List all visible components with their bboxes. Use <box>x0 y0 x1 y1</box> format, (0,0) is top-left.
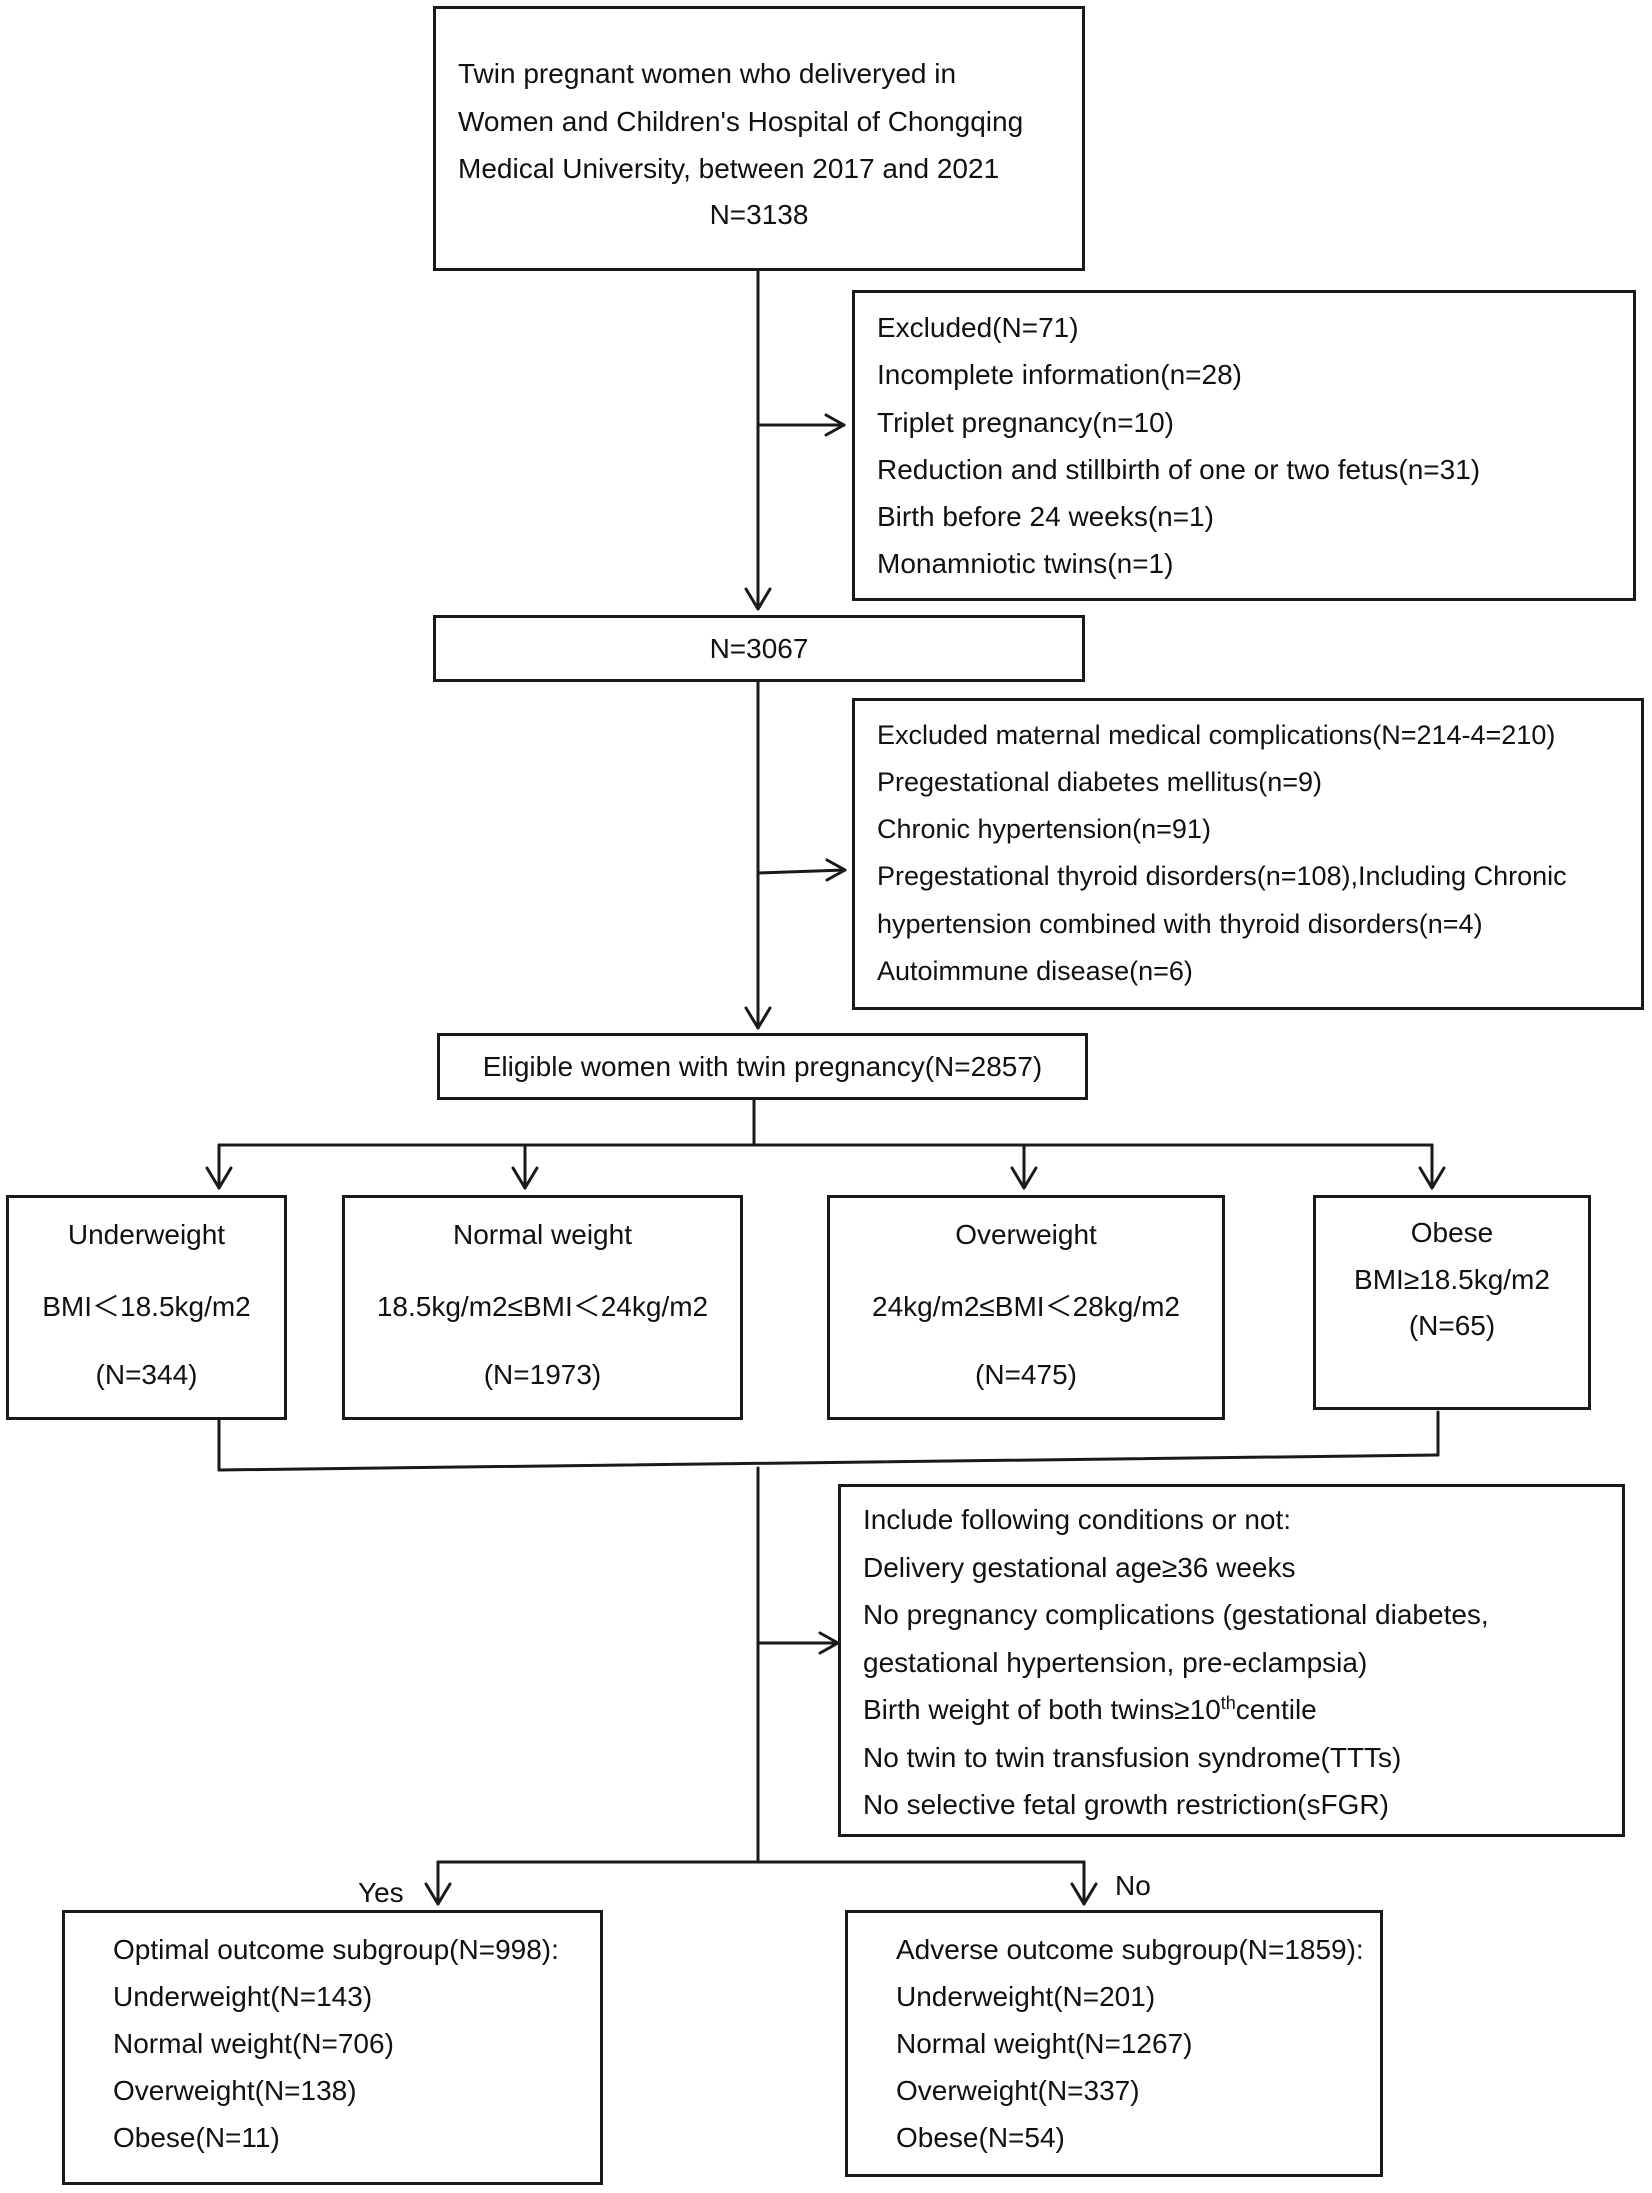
group-normal-criterion: 18.5kg/m2≤BMI＜24kg/m2 <box>376 1291 709 1322</box>
excluded-box-2: Excluded maternal medical complications(… <box>852 698 1644 1010</box>
arrowhead-normal <box>511 1166 539 1190</box>
arrowhead-overweight <box>1010 1166 1038 1190</box>
excluded2-line-6: Autoimmune disease(n=6) <box>877 956 1193 986</box>
adverse-line-3: Normal weight(N=1267) <box>896 2028 1193 2059</box>
optimal-line-4: Overweight(N=138) <box>113 2075 357 2106</box>
group-overweight-name: Overweight <box>955 1219 1097 1250</box>
group-underweight-box: Underweight BMI＜18.5kg/m2 (N=344) <box>6 1195 287 1420</box>
conditions-line-4-text: Birth weight of both twins≥10 <box>863 1694 1221 1725</box>
optimal-line-5: Obese(N=11) <box>113 2122 280 2153</box>
conditions-line-3: gestational hypertension, pre-eclampsia) <box>863 1647 1368 1678</box>
excluded2-line-4: Pregestational thyroid disorders(n=108),… <box>877 861 1567 891</box>
group-underweight-count: (N=344) <box>95 1359 198 1390</box>
arrowhead-excluded1 <box>824 413 846 437</box>
group-obese-box: Obese BMI≥18.5kg/m2 (N=65) <box>1313 1195 1591 1410</box>
branch-label-no: No <box>1115 1870 1151 1901</box>
connector-merge-bar <box>217 1453 1440 1472</box>
group-obese-name: Obese <box>1410 1217 1494 1248</box>
adverse-outcome-box: Adverse outcome subgroup(N=1859): Underw… <box>845 1910 1383 2177</box>
group-normal-box: Normal weight 18.5kg/m2≤BMI＜24kg/m2 (N=1… <box>342 1195 743 1420</box>
optimal-line-2: Underweight(N=143) <box>113 1981 373 2012</box>
start-line-1: Twin pregnant women who deliveryed in <box>458 58 957 89</box>
excluded1-line-3: Triplet pregnancy(n=10) <box>877 407 1175 438</box>
adverse-line-2: Underweight(N=201) <box>896 1981 1156 2012</box>
arrowhead-eligible <box>744 1006 772 1030</box>
conditions-line-6: No selective fetal growth restriction(sF… <box>863 1789 1389 1820</box>
conditions-line-4-suffix: centile <box>1235 1694 1317 1725</box>
group-normal-count: (N=1973) <box>483 1359 602 1390</box>
excluded-box-1: Excluded(N=71) Incomplete information(n=… <box>852 290 1636 601</box>
arrowhead-no <box>1070 1882 1098 1906</box>
optimal-line-1: Optimal outcome subgroup(N=998): <box>113 1934 559 1965</box>
conditions-line-2: No pregnancy complications (gestational … <box>863 1599 1489 1630</box>
arrowhead-yes <box>424 1882 452 1906</box>
conditions-title: Include following conditions or not: <box>863 1504 1292 1535</box>
group-underweight-name: Underweight <box>67 1219 226 1250</box>
adverse-line-4: Overweight(N=337) <box>896 2075 1140 2106</box>
group-overweight-box: Overweight 24kg/m2≤BMI＜28kg/m2 (N=475) <box>827 1195 1225 1420</box>
arrowhead-underweight <box>205 1166 233 1190</box>
eligible-label: Eligible women with twin pregnancy(N=285… <box>482 1051 1043 1082</box>
connector-to-excluded2 <box>756 868 847 875</box>
optimal-line-3: Normal weight(N=706) <box>113 2028 394 2059</box>
conditions-line-4-superscript: th <box>1220 1693 1236 1713</box>
group-overweight-count: (N=475) <box>975 1359 1077 1390</box>
arrowhead-excluded2 <box>825 858 847 882</box>
conditions-line-4: Birth weight of both twins≥10thcentile <box>863 1693 1317 1727</box>
group-underweight-criterion: BMI＜18.5kg/m2 <box>42 1291 251 1322</box>
start-count: N=3138 <box>709 199 809 230</box>
group-normal-name: Normal weight <box>453 1219 632 1250</box>
group-obese-count: (N=65) <box>1408 1310 1496 1341</box>
group-obese-criterion: BMI≥18.5kg/m2 <box>1354 1264 1550 1295</box>
start-line-3: Medical University, between 2017 and 202… <box>458 153 1000 184</box>
excluded2-line-1: Excluded maternal medical complications(… <box>877 720 1556 750</box>
branch-label-yes: Yes <box>358 1877 404 1908</box>
conditions-line-5: No twin to twin transfusion syndrome(TTT… <box>863 1742 1402 1773</box>
after-exclusion-count: N=3067 <box>709 633 809 664</box>
start-box: Twin pregnant women who deliveryed in Wo… <box>433 6 1085 271</box>
conditions-box: Include following conditions or not: Del… <box>838 1484 1625 1837</box>
excluded1-line-2: Incomplete information(n=28) <box>877 359 1242 390</box>
excluded1-line-6: Monamniotic twins(n=1) <box>877 548 1174 579</box>
excluded2-line-2: Pregestational diabetes mellitus(n=9) <box>877 767 1322 797</box>
conditions-line-1: Delivery gestational age≥36 weeks <box>863 1552 1296 1583</box>
group-overweight-criterion: 24kg/m2≤BMI＜28kg/m2 <box>872 1291 1180 1322</box>
excluded1-line-1: Excluded(N=71) <box>877 312 1079 343</box>
adverse-line-5: Obese(N=54) <box>896 2122 1065 2153</box>
excluded2-line-3: Chronic hypertension(n=91) <box>877 814 1211 844</box>
excluded2-line-5: hypertension combined with thyroid disor… <box>877 909 1483 939</box>
optimal-outcome-box: Optimal outcome subgroup(N=998): Underwe… <box>62 1910 603 2185</box>
adverse-line-1: Adverse outcome subgroup(N=1859): <box>896 1934 1364 1965</box>
arrowhead-3067 <box>744 587 772 611</box>
arrowhead-obese <box>1418 1166 1446 1190</box>
after-exclusion-box: N=3067 <box>433 615 1085 682</box>
excluded1-line-5: Birth before 24 weeks(n=1) <box>877 501 1214 532</box>
excluded1-line-4: Reduction and stillbirth of one or two f… <box>877 454 1481 485</box>
eligible-box: Eligible women with twin pregnancy(N=285… <box>437 1033 1088 1100</box>
start-line-2: Women and Children's Hospital of Chongqi… <box>458 106 1024 137</box>
